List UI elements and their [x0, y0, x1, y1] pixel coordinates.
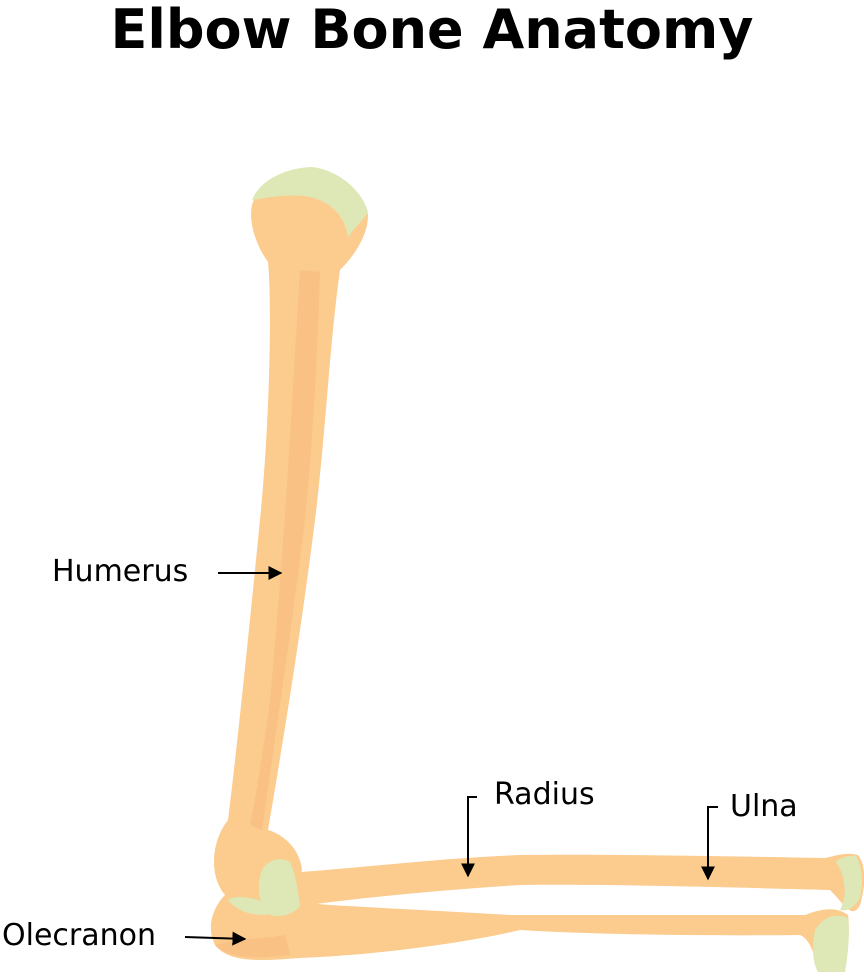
diagram-title: Elbow Bone Anatomy [110, 0, 754, 61]
ulna-label: Ulna [730, 789, 798, 824]
elbow-joint-cartilage [228, 896, 280, 915]
humerus-label: Humerus [52, 554, 189, 589]
humerus-bone [213, 167, 368, 904]
olecranon-label: Olecranon [2, 918, 156, 953]
olecranon-arrow [184, 931, 247, 946]
ulna-bone [210, 893, 849, 972]
radius-arrow [461, 796, 477, 878]
ulna-arrow [701, 806, 718, 881]
radius-label: Radius [494, 777, 595, 812]
